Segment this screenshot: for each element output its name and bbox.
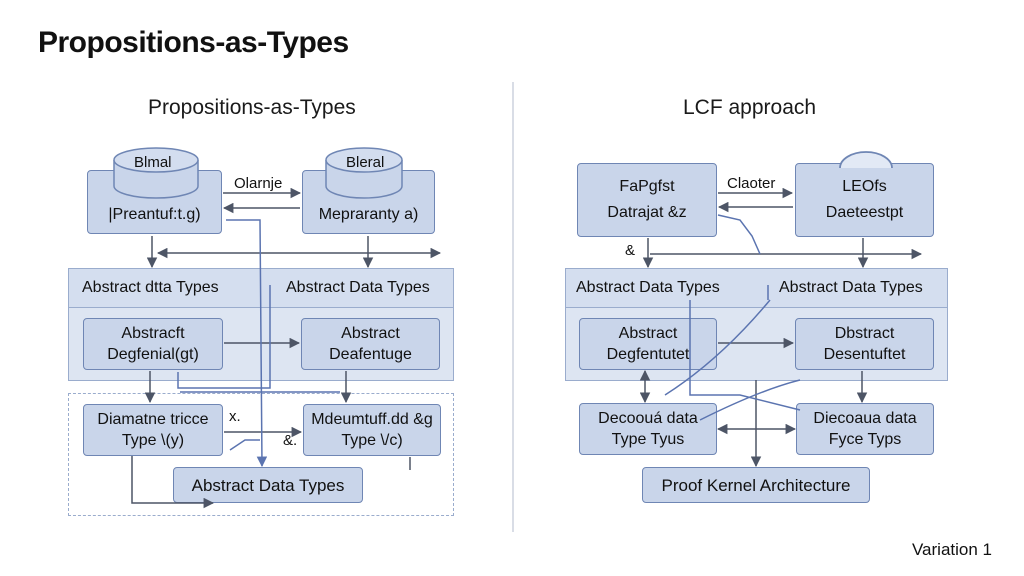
left-top-right-cylinder-label: Bleral bbox=[346, 154, 385, 171]
right-low-left-box: Decoouá data Type Tyus bbox=[579, 403, 717, 455]
right-top-right-box: LEOfs Daeteestpt bbox=[795, 163, 934, 237]
left-bottom-box: Abstract Data Types bbox=[173, 467, 363, 503]
right-top-left-box: FaPgfst Datrajat &z bbox=[577, 163, 717, 237]
left-top-left-label: |Preantuf:t.g) bbox=[108, 206, 201, 223]
right-bottom-box: Proof Kernel Architecture bbox=[642, 467, 870, 503]
right-mid-left-box: Abstract Degfentutet bbox=[579, 318, 717, 370]
right-connector-label: Claoter bbox=[727, 175, 776, 192]
right-band-left-label: Abstract Data Types bbox=[576, 279, 720, 296]
left-connector-label: Olarnje bbox=[234, 175, 283, 192]
right-mid-right-box: Dbstract Desentuftet bbox=[795, 318, 934, 370]
right-side-mark: & bbox=[625, 242, 636, 259]
right-low-right-box: Diecoaua data Fyce Typs bbox=[796, 403, 934, 455]
slide-title: Propositions-as-Types bbox=[38, 26, 349, 59]
left-low-left-mark: x. bbox=[229, 408, 241, 425]
left-top-right-label: Mepraranty a) bbox=[318, 206, 419, 223]
left-low-right-box: Mdeumtuff.dd &g Type \/c) bbox=[303, 404, 441, 456]
right-band-right-label: Abstract Data Types bbox=[779, 279, 923, 296]
left-panel-title: Propositions-as-Types bbox=[148, 96, 356, 119]
left-mid-left-box: Abstracft Degfenial(gt) bbox=[83, 318, 223, 370]
left-band-right-label: Abstract Data Types bbox=[286, 279, 430, 296]
left-mid-right-box: Abstract Deafentuge bbox=[301, 318, 440, 370]
variation-label: Variation 1 bbox=[911, 540, 992, 559]
right-panel-title: LCF approach bbox=[683, 96, 817, 119]
divider bbox=[512, 82, 514, 532]
left-low-left-box: Diamatne tricce Type \(y) bbox=[83, 404, 223, 456]
right-band-header bbox=[565, 268, 948, 308]
right-dome-icon bbox=[839, 151, 893, 169]
left-band-left-label: Abstract dtta Types bbox=[82, 279, 219, 296]
left-top-right-cylinder-icon bbox=[325, 147, 403, 199]
left-top-left-cylinder-label: Blmal bbox=[134, 154, 172, 171]
left-top-left-cylinder-icon bbox=[113, 147, 199, 199]
